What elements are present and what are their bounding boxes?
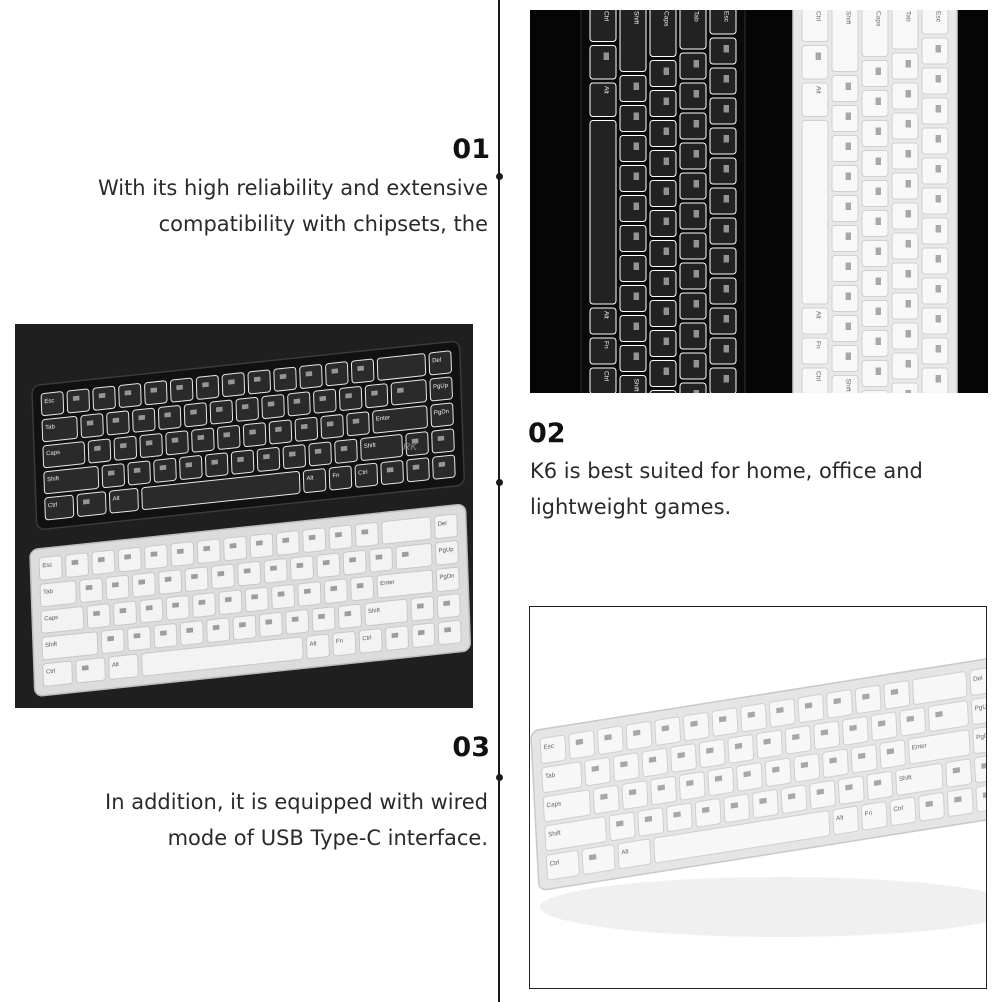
- section-text-01: With its high reliability and extensive …: [20, 170, 488, 242]
- section-text-01-line2: compatibility with chipsets, the: [158, 212, 488, 236]
- svg-text:Del: Del: [973, 675, 983, 684]
- svg-text:Ctrl: Ctrl: [815, 11, 822, 22]
- timeline-line: [498, 0, 500, 1002]
- svg-text:Alt: Alt: [306, 475, 313, 482]
- section-text-02: K6 is best suited for home, office and l…: [530, 453, 990, 525]
- svg-text:Shift: Shift: [633, 11, 640, 24]
- svg-text:Esc: Esc: [935, 11, 942, 23]
- svg-text:Ctrl: Ctrl: [815, 371, 822, 382]
- svg-text:Esc: Esc: [44, 398, 54, 405]
- svg-text:Ctrl: Ctrl: [549, 859, 559, 868]
- keyboard-closeup-rotated-photo: EscDelTabPgUpCapsEnterPgDnShiftShiftCtrl…: [530, 10, 988, 393]
- svg-text:Tab: Tab: [45, 424, 55, 431]
- svg-text:Alt: Alt: [603, 86, 610, 94]
- svg-text:PgUp: PgUp: [433, 383, 449, 391]
- section-number-01: 01: [452, 134, 490, 165]
- svg-text:Shift: Shift: [368, 608, 380, 615]
- timeline-dot-1: [496, 173, 503, 180]
- section-number-03: 03: [452, 732, 490, 763]
- svg-text:Ctrl: Ctrl: [358, 470, 367, 477]
- svg-text:Fn: Fn: [603, 341, 610, 349]
- svg-text:Caps: Caps: [875, 11, 882, 27]
- svg-text:Tab: Tab: [905, 11, 912, 22]
- svg-text:Tab: Tab: [43, 589, 53, 596]
- section-number-02: 02: [528, 418, 566, 449]
- svg-text:Shift: Shift: [45, 642, 57, 649]
- svg-text:PgUp: PgUp: [438, 547, 454, 555]
- svg-text:Tab: Tab: [693, 11, 700, 22]
- svg-text:Alt: Alt: [112, 662, 119, 669]
- svg-text:Ctrl: Ctrl: [48, 502, 57, 509]
- svg-text:Caps: Caps: [46, 450, 60, 457]
- section-text-02-line2: lightweight games.: [530, 495, 732, 519]
- svg-text:Shift: Shift: [845, 379, 852, 392]
- svg-text:Alt: Alt: [621, 848, 629, 856]
- svg-text:Esc: Esc: [42, 562, 52, 569]
- timeline-dot-3: [496, 774, 503, 781]
- svg-text:Fn: Fn: [336, 638, 343, 645]
- svg-text:Caps: Caps: [44, 615, 58, 622]
- svg-text:Alt: Alt: [836, 814, 844, 822]
- svg-text:Fn: Fn: [865, 810, 873, 818]
- section-text-03-line2: mode of USB Type-C interface.: [167, 826, 488, 850]
- svg-text:Esc: Esc: [543, 743, 555, 752]
- svg-text:PgDn: PgDn: [434, 409, 449, 417]
- svg-text:PgDn: PgDn: [439, 573, 454, 581]
- svg-text:Alt: Alt: [113, 496, 120, 503]
- svg-text:Alt: Alt: [310, 641, 317, 648]
- svg-text:PgDn: PgDn: [976, 732, 986, 742]
- keyboards-black-white-image: EscDelTabPgUpCapsEnterPgDnShiftShiftCtrl…: [29, 340, 471, 697]
- section-text-03-line1: In addition, it is equipped with wired: [105, 790, 488, 814]
- section-text-03: In addition, it is equipped with wired m…: [20, 784, 488, 856]
- svg-text:Del: Del: [438, 521, 447, 528]
- svg-text:Shift: Shift: [548, 830, 561, 839]
- svg-text:Ctrl: Ctrl: [603, 11, 610, 22]
- svg-text:Alt: Alt: [603, 311, 610, 319]
- svg-text:Tab: Tab: [545, 772, 556, 781]
- white-keyboard-angled-image: EscDelTabPgUpCapsEnterPgDnShiftShiftCtrl…: [530, 656, 986, 937]
- svg-text:PgUp: PgUp: [975, 703, 986, 713]
- svg-text:Ctrl: Ctrl: [46, 669, 55, 676]
- keyboard-closeup-rotated-image: EscDelTabPgUpCapsEnterPgDnShiftShiftCtrl…: [580, 10, 958, 393]
- svg-text:Shift: Shift: [47, 476, 59, 483]
- svg-text:Alt: Alt: [815, 311, 822, 319]
- svg-text:Shift: Shift: [899, 774, 912, 783]
- svg-text:Caps: Caps: [663, 11, 670, 27]
- svg-text:Shift: Shift: [364, 443, 376, 450]
- svg-text:Fn: Fn: [332, 473, 339, 480]
- svg-text:Ctrl: Ctrl: [362, 635, 371, 642]
- section-text-02-line1: K6 is best suited for home, office and: [530, 459, 923, 483]
- svg-text:Alt: Alt: [815, 86, 822, 94]
- svg-text:Esc: Esc: [723, 11, 730, 23]
- svg-text:Shift: Shift: [845, 11, 852, 24]
- svg-text:Enter: Enter: [380, 580, 394, 588]
- section-text-01-line1: With its high reliability and extensive: [97, 176, 488, 200]
- timeline-dot-2: [496, 479, 503, 486]
- brand-logo: RK: [403, 442, 418, 453]
- svg-text:Caps: Caps: [546, 800, 561, 809]
- svg-text:Fn: Fn: [815, 341, 822, 349]
- svg-text:Del: Del: [432, 357, 441, 364]
- svg-text:Ctrl: Ctrl: [893, 805, 903, 814]
- svg-text:Shift: Shift: [633, 379, 640, 392]
- svg-text:Ctrl: Ctrl: [603, 371, 610, 382]
- svg-text:Enter: Enter: [912, 742, 928, 752]
- svg-text:Enter: Enter: [376, 415, 390, 423]
